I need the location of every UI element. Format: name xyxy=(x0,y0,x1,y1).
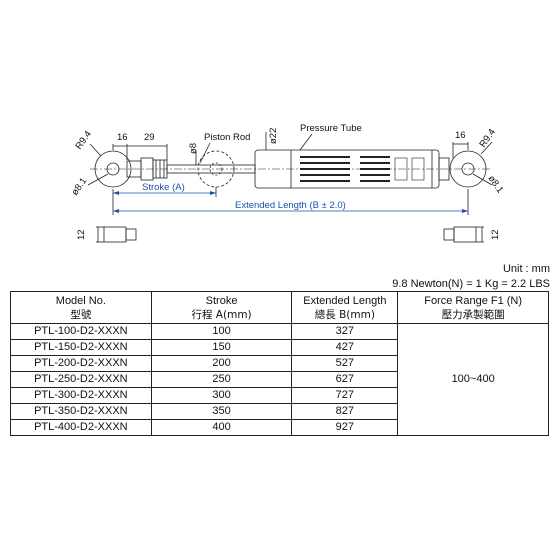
technical-drawing: 16 29 R9.4 ø8.1 ø8 Piston Rod ø22 Pressu… xyxy=(69,123,506,243)
dim-hole-left: ø8.1 xyxy=(69,176,89,198)
label-stroke: Stroke (A) xyxy=(142,182,185,193)
cell-model: PTL-150-D2-XXXN xyxy=(10,339,152,356)
tube-label-block xyxy=(300,156,425,182)
table-row: PTL-100-D2-XXXN 100 327 100~400 xyxy=(10,323,549,436)
table-row: PTL-400-D2-XXXN 400 927 xyxy=(10,419,549,436)
cell-length: 627 xyxy=(291,371,399,388)
dim-rod-diameter: ø8 xyxy=(188,143,199,154)
cell-length: 427 xyxy=(291,339,399,356)
right-end-fitting xyxy=(438,157,450,181)
cell-model: PTL-100-D2-XXXN xyxy=(10,323,152,340)
dim-width-16-left: 16 xyxy=(117,132,128,143)
cell-model: PTL-350-D2-XXXN xyxy=(10,403,152,420)
cell-stroke: 250 xyxy=(150,371,293,388)
cell-stroke: 300 xyxy=(150,387,293,404)
cell-length: 827 xyxy=(291,403,399,420)
cell-length: 327 xyxy=(291,323,399,340)
header-model: Model No.型號 xyxy=(10,291,152,324)
table-row: PTL-300-D2-XXXN 300 727 xyxy=(10,387,549,404)
right-side-view xyxy=(453,226,477,243)
dim-width-29: 29 xyxy=(144,132,155,143)
dim-tube-diameter: ø22 xyxy=(268,128,279,144)
label-piston-rod: Piston Rod xyxy=(204,132,250,143)
cell-length: 527 xyxy=(291,355,399,372)
cell-length: 927 xyxy=(291,419,399,436)
cell-stroke: 400 xyxy=(150,419,293,436)
left-side-view xyxy=(103,226,127,243)
table-row: PTL-150-D2-XXXN 150 427 xyxy=(10,339,549,356)
dim-radius-right: R9.4 xyxy=(477,127,498,150)
cell-model: PTL-400-D2-XXXN xyxy=(10,419,152,436)
dim-radius-left: R9.4 xyxy=(73,129,94,152)
header-force-range: Force Range F1 (N)壓力承製範圍 xyxy=(397,291,549,324)
conversion-note: 9.8 Newton(N) = 1 Kg = 2.2 LBS xyxy=(392,278,550,290)
cell-stroke: 100 xyxy=(150,323,293,340)
cell-model: PTL-200-D2-XXXN xyxy=(10,355,152,372)
cell-model: PTL-250-D2-XXXN xyxy=(10,371,152,388)
cell-length: 727 xyxy=(291,387,399,404)
cell-model: PTL-300-D2-XXXN xyxy=(10,387,152,404)
cell-force-range: 100~400 xyxy=(397,323,549,436)
label-pressure-tube: Pressure Tube xyxy=(300,123,362,134)
dim-width-16-right: 16 xyxy=(455,130,466,141)
dim-height-right: 12 xyxy=(490,229,501,240)
cell-stroke: 200 xyxy=(150,355,293,372)
label-extended-length: Extended Length (B ± 2.0) xyxy=(235,200,346,211)
table-row: PTL-350-D2-XXXN 350 827 xyxy=(10,403,549,420)
dim-hole-right: ø8.1 xyxy=(486,173,506,195)
cell-stroke: 150 xyxy=(150,339,293,356)
cell-stroke: 350 xyxy=(150,403,293,420)
unit-note: Unit : mm xyxy=(502,263,550,275)
dim-height-left: 12 xyxy=(76,229,87,240)
